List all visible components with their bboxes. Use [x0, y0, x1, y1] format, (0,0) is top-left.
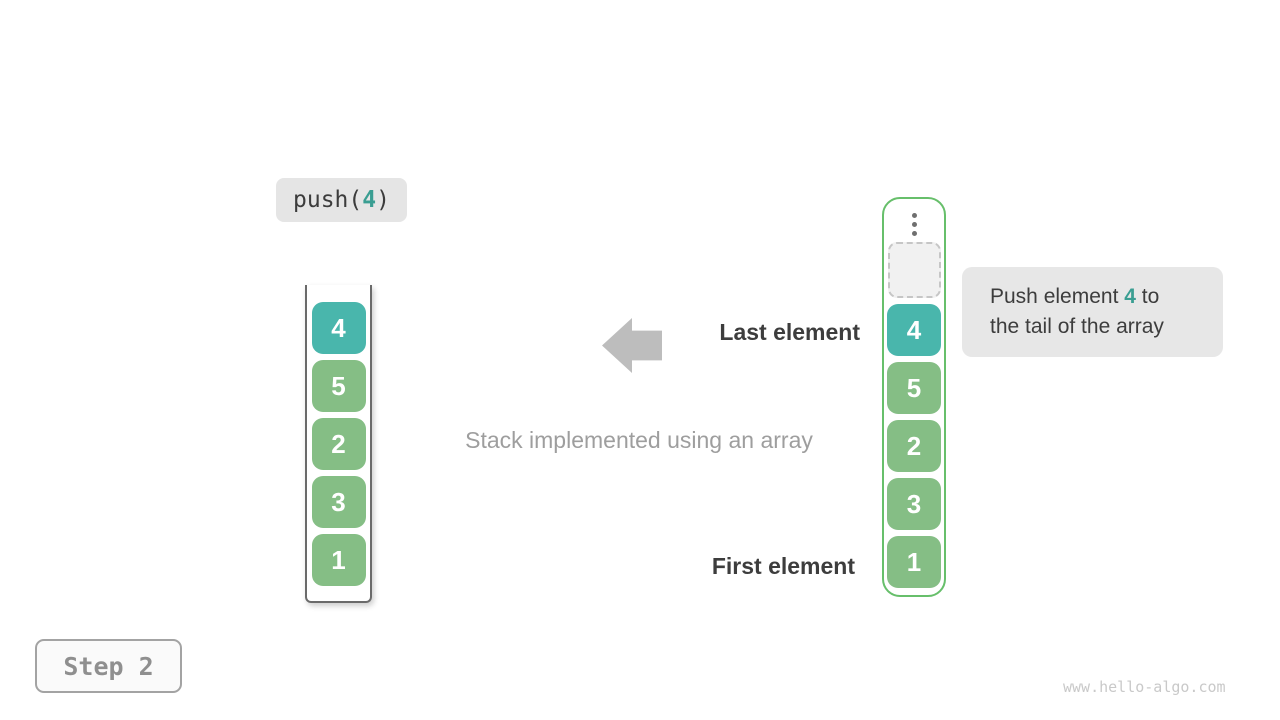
push-description-callout: Push element 4 to the tail of the array — [962, 267, 1223, 357]
step-badge: Step 2 — [35, 639, 182, 693]
watermark-url: www.hello-algo.com — [1063, 678, 1226, 696]
array-cell-pushed: 4 — [887, 304, 941, 356]
stack-caption: Stack implemented using an array — [465, 427, 813, 453]
step-badge-label: Step 2 — [63, 651, 154, 681]
stack-cell-top: 4 — [311, 302, 366, 354]
callout-text: Push element — [990, 285, 1125, 308]
callout-highlight-number: 4 — [1124, 285, 1136, 308]
empty-array-slot — [887, 242, 941, 298]
stack-cell: 5 — [311, 360, 366, 412]
push-call-label: push(4) — [276, 178, 407, 222]
first-element-label: First element — [711, 553, 855, 579]
stack-cell: 1 — [311, 534, 366, 586]
push-call-prefix: push( — [293, 187, 363, 213]
array-cell: 1 — [887, 536, 941, 588]
callout-text: to — [1135, 285, 1160, 308]
dot — [911, 231, 917, 236]
dot — [911, 213, 917, 218]
dot — [911, 222, 917, 227]
last-element-label: Last element — [719, 319, 860, 345]
push-call-argument: 4 — [362, 187, 377, 213]
callout-text-line2: the tail of the array — [990, 315, 1164, 338]
array-cell: 3 — [887, 478, 941, 530]
push-call-suffix: ) — [376, 187, 390, 213]
stack-container: 4 5 2 3 1 — [305, 285, 372, 603]
stack-cell: 3 — [311, 476, 366, 528]
array-container: 4 5 2 3 1 — [882, 197, 946, 597]
array-cell: 2 — [887, 420, 941, 472]
stack-cell: 2 — [311, 418, 366, 470]
ellipsis-dots-icon — [911, 213, 917, 236]
array-cell: 5 — [887, 362, 941, 414]
